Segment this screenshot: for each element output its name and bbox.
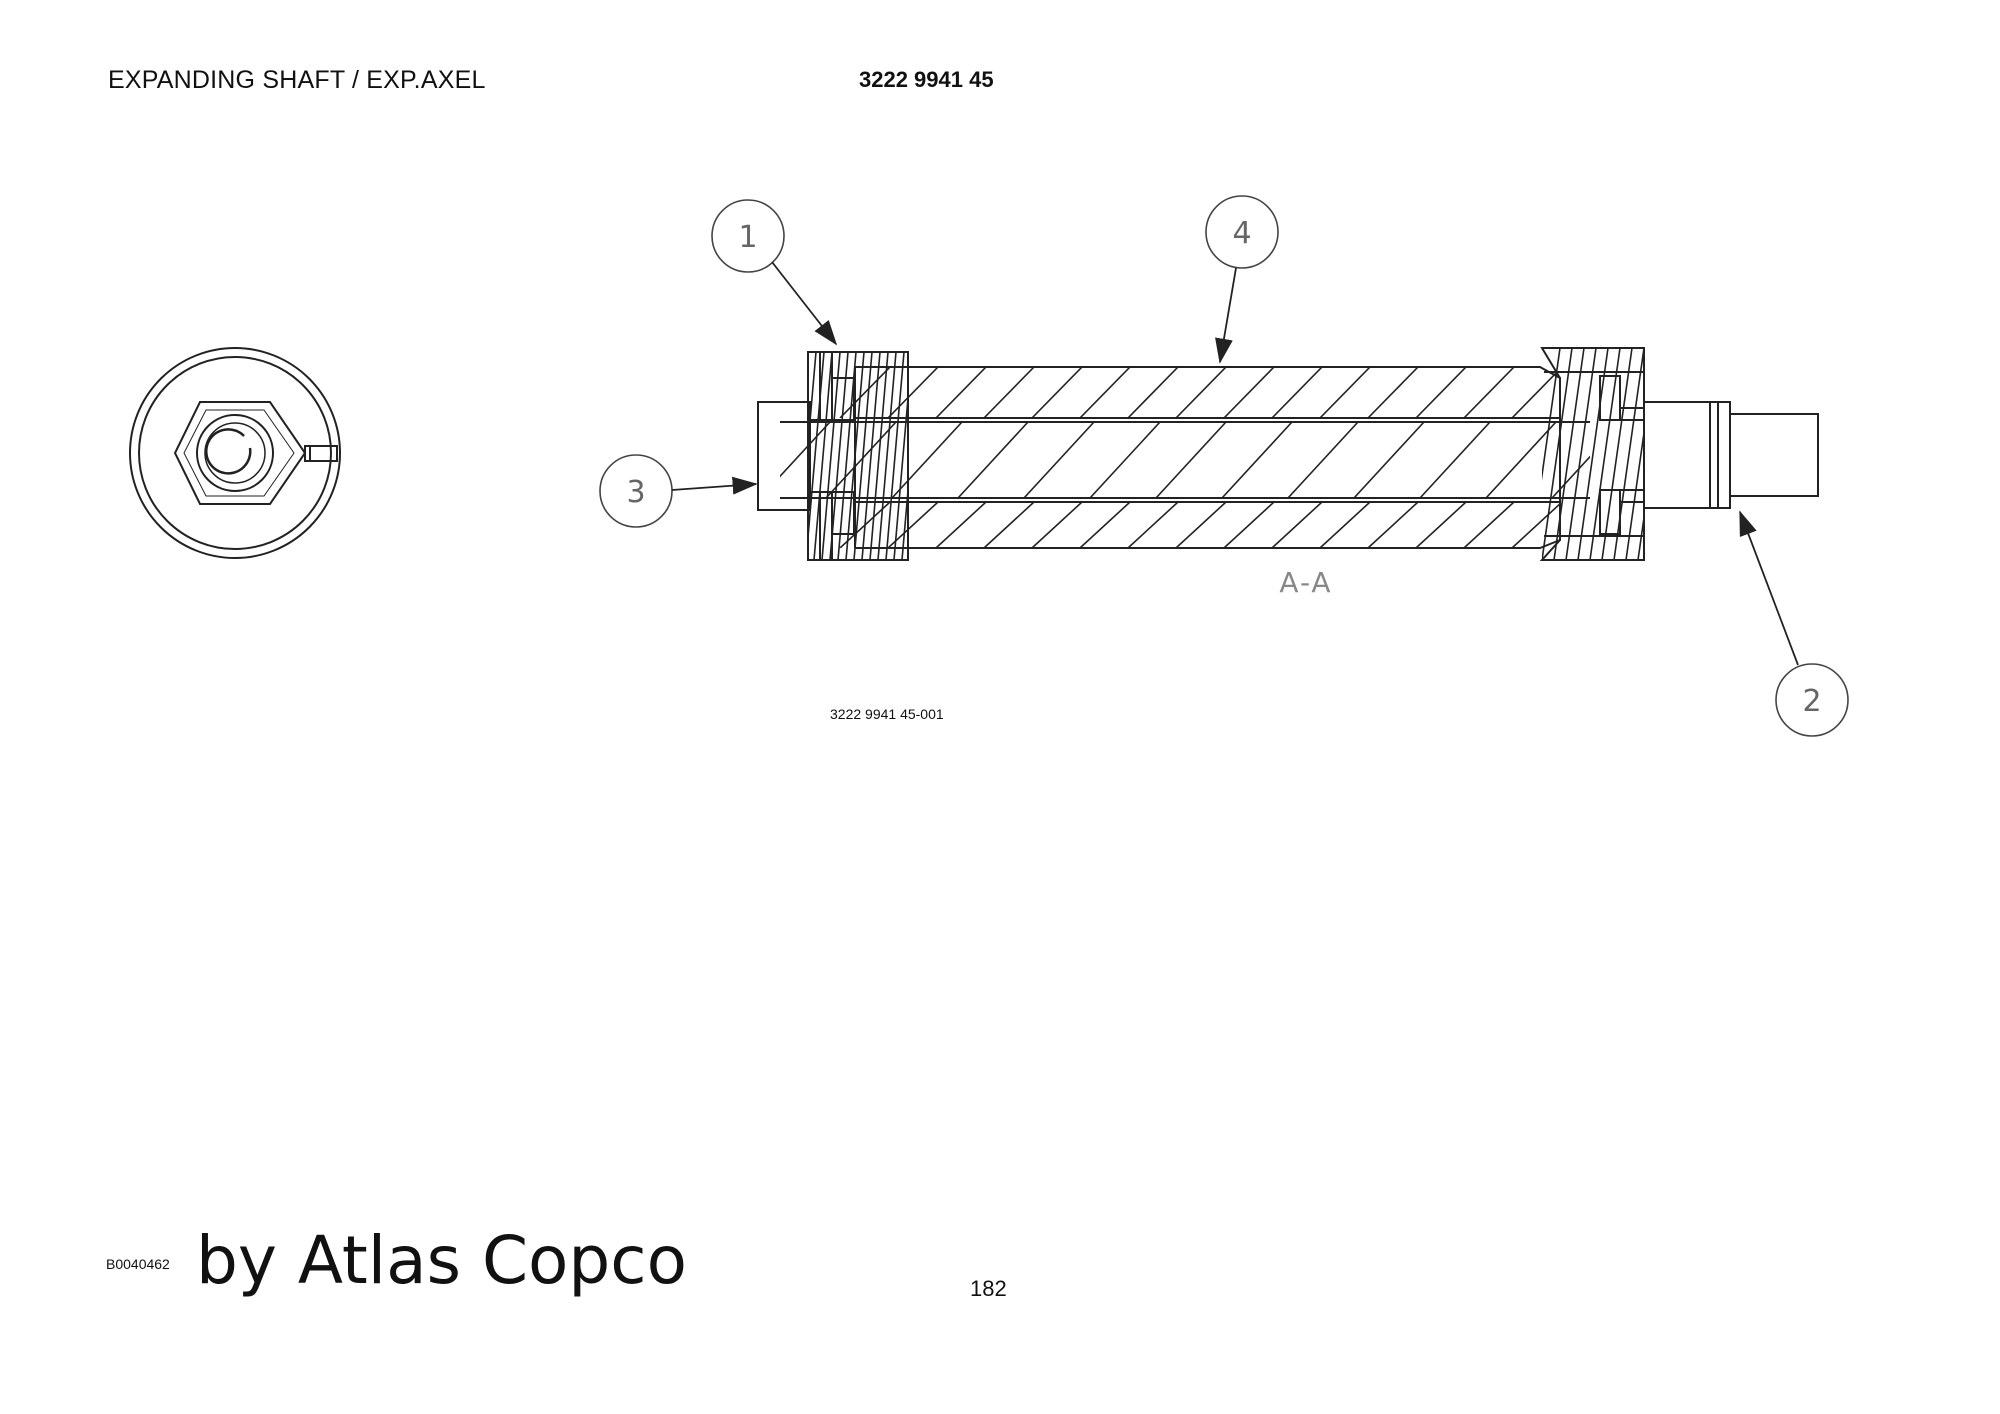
svg-text:2: 2	[1802, 684, 1821, 719]
hatch-line-upper	[1127, 367, 1179, 418]
hatch-line-upper	[1271, 367, 1323, 418]
callout-1: 1	[711, 199, 838, 346]
hatch-line-upper	[935, 367, 987, 418]
hatch-line-lower	[983, 502, 1035, 548]
hatch-line-nut-left	[893, 388, 908, 561]
hatch-line-upper	[1223, 367, 1275, 418]
hatch-line-nut-left	[837, 352, 857, 561]
hatch-line-core	[1287, 422, 1359, 498]
hatch-line-core	[1023, 422, 1095, 498]
end-view	[129, 347, 341, 559]
hatch-line-nut-left	[910, 352, 928, 560]
section-hatching	[780, 348, 1680, 561]
hatch-line-nut-left	[901, 481, 908, 561]
hatch-line-upper	[1367, 367, 1419, 418]
hatch-line-nut-left	[845, 352, 865, 561]
hatch-line-upper	[1463, 367, 1515, 418]
hatch-line-nut-left	[877, 352, 897, 561]
hatch-line-core	[891, 422, 963, 498]
hatch-line-nut-right	[1589, 348, 1621, 560]
page-number: 182	[970, 1276, 1007, 1301]
hatch-line-upper	[1175, 367, 1227, 418]
hatch-line-lower	[1079, 502, 1131, 548]
drawing-number: 3222 9941 45-001	[830, 706, 944, 722]
hatch-line-lower	[1127, 502, 1179, 548]
hatch-line-nut-left	[808, 352, 817, 454]
hatch-line-core	[780, 422, 831, 478]
hatch-line-core	[825, 422, 897, 498]
callout-2: 2	[1739, 510, 1849, 737]
hatch-line-upper	[1511, 367, 1560, 418]
hatch-line-lower	[1319, 502, 1371, 548]
hatch-line-lower	[1367, 502, 1419, 548]
hatch-line-lower	[1463, 502, 1515, 548]
hatch-line-upper	[1415, 367, 1467, 418]
hatch-line-nut-right	[1542, 348, 1561, 481]
shaft-section	[757, 347, 1819, 561]
hatch-line-upper	[1031, 367, 1083, 418]
callout-4: 4	[1205, 195, 1279, 364]
hatch-line-lower	[935, 502, 987, 548]
hatch-line-nut-left	[829, 352, 849, 561]
part-number: 3222 9941 45	[859, 67, 994, 92]
hatch-line-lower	[1511, 502, 1560, 548]
hatch-line-lower	[1415, 502, 1467, 548]
hatch-line-nut-left	[918, 352, 936, 560]
hatch-line-nut-left	[808, 352, 825, 547]
hatch-line-nut-right	[1565, 348, 1597, 560]
page-title: EXPANDING SHAFT / EXP.AXEL	[108, 66, 486, 94]
hatch-line-nut-right	[1650, 348, 1680, 560]
hatch-line-nut-right	[1577, 348, 1609, 560]
hatch-line-lower	[1223, 502, 1275, 548]
hatch-line-lower	[1271, 502, 1323, 548]
hatch-line-nut-left	[885, 352, 905, 561]
section-label: A-A	[1279, 566, 1332, 599]
hatch-line-nut-left	[853, 352, 873, 561]
hatch-line-upper	[887, 367, 939, 418]
hatch-line-upper	[983, 367, 1035, 418]
brand-text: by Atlas Copco	[196, 1222, 687, 1299]
hatch-line-nut-left	[813, 352, 833, 561]
hatch-line-nut-right	[1542, 348, 1573, 560]
svg-text:1: 1	[738, 220, 757, 255]
hatch-line-nut-left	[869, 352, 889, 561]
hatch-line-nut-left	[861, 352, 881, 561]
hatch-line-upper	[1079, 367, 1131, 418]
hatch-line-lower	[1175, 502, 1227, 548]
hatch-line-core	[957, 422, 1029, 498]
hatch-line-core	[1419, 422, 1491, 498]
callout-3: 3	[599, 454, 758, 528]
hatch-line-upper	[839, 367, 891, 418]
hatch-line-nut-left	[821, 352, 841, 561]
svg-text:4: 4	[1232, 216, 1251, 251]
hatch-line-core	[1353, 422, 1425, 498]
hatch-line-upper	[1319, 367, 1371, 418]
hatch-line-nut-right	[1637, 511, 1644, 560]
hatch-line-nut-right	[1613, 348, 1644, 560]
hatch-line-nut-right	[1601, 348, 1633, 560]
hatch-line-core	[1089, 422, 1161, 498]
svg-text:3: 3	[626, 475, 645, 510]
hatch-line-core	[1551, 455, 1590, 498]
hatch-line-core	[1485, 422, 1557, 498]
hatch-line-core	[1221, 422, 1293, 498]
hatch-line-core	[1155, 422, 1227, 498]
document-code: B0040462	[106, 1256, 170, 1272]
hatch-line-nut-right	[1553, 348, 1585, 560]
hatch-line-nut-right	[1625, 427, 1644, 560]
hatch-line-lower	[1031, 502, 1083, 548]
